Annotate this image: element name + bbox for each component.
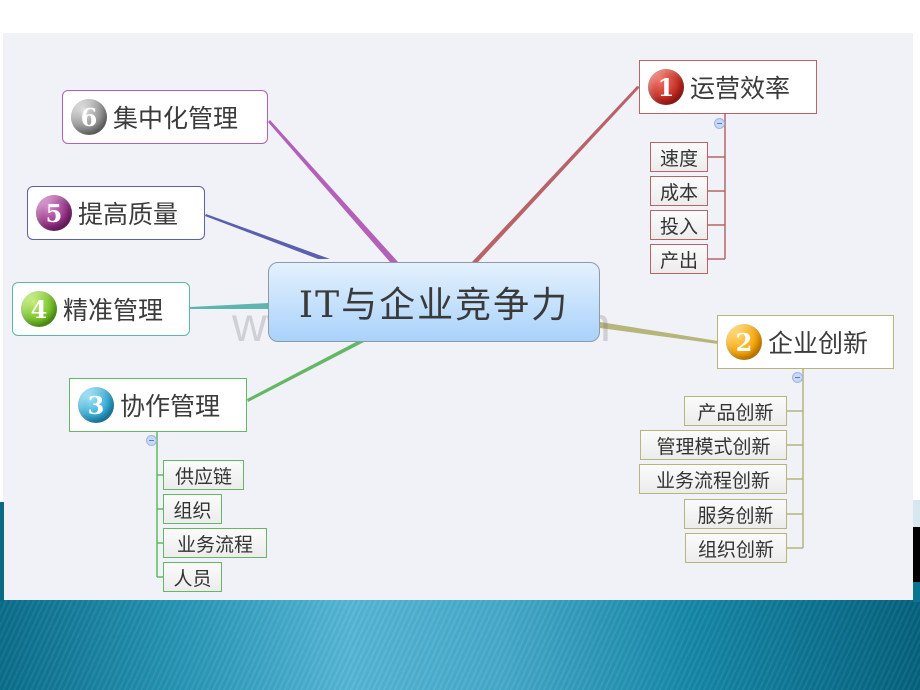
right-accent-teal bbox=[913, 582, 920, 602]
branch-label: 运营效率 bbox=[690, 74, 791, 103]
subtopic-item[interactable]: 产品创新 bbox=[684, 396, 787, 426]
number-5-purple-icon: 5 bbox=[36, 195, 72, 231]
subtopic-label: 产品创新 bbox=[697, 401, 774, 424]
central-topic[interactable]: IT与企业竞争力 bbox=[268, 262, 600, 342]
connector-branch-6 bbox=[268, 120, 398, 262]
subtopic-label: 投入 bbox=[659, 215, 698, 238]
connector-branch-2 bbox=[600, 322, 718, 344]
subtopic-label: 速度 bbox=[659, 147, 698, 170]
subtopic-item[interactable]: 速度 bbox=[650, 142, 708, 172]
branch-1-tree bbox=[707, 114, 726, 260]
branch-label: 精准管理 bbox=[63, 296, 164, 325]
subtopic-item[interactable]: 业务流程创新 bbox=[639, 464, 787, 494]
subtopic-label: 管理模式创新 bbox=[656, 435, 771, 458]
branch-2-tree bbox=[786, 369, 804, 549]
branch-label: 企业创新 bbox=[768, 329, 869, 358]
branch-node-5[interactable]: 5 提高质量 bbox=[27, 186, 205, 240]
branch-label: 协作管理 bbox=[120, 392, 221, 421]
connector-branch-5 bbox=[205, 214, 330, 259]
number-3-blue-icon: 3 bbox=[78, 387, 114, 423]
subtopic-item[interactable]: 组织 bbox=[163, 494, 222, 524]
number-6-gray-icon: 6 bbox=[71, 99, 107, 135]
subtopic-label: 服务创新 bbox=[697, 504, 774, 527]
left-accent-strip bbox=[0, 502, 4, 602]
subtopic-item[interactable]: 投入 bbox=[650, 210, 708, 240]
collapse-toggle-branch-1[interactable] bbox=[714, 118, 725, 129]
connector-branch-4 bbox=[190, 303, 268, 309]
branch-node-3[interactable]: 3 协作管理 bbox=[69, 378, 247, 432]
connector-branch-1 bbox=[472, 86, 640, 262]
branch-label: 提高质量 bbox=[78, 200, 179, 229]
subtopic-item[interactable]: 产出 bbox=[650, 244, 708, 274]
collapse-toggle-branch-2[interactable] bbox=[792, 372, 803, 383]
subtopic-label: 业务流程创新 bbox=[655, 469, 770, 492]
branch-3-tree bbox=[156, 432, 164, 578]
central-topic-label: IT与企业竞争力 bbox=[298, 285, 570, 326]
branch-label: 集中化管理 bbox=[113, 104, 239, 133]
connector-branch-3 bbox=[247, 342, 364, 402]
subtopic-item[interactable]: 服务创新 bbox=[684, 499, 787, 529]
subtopic-item[interactable]: 管理模式创新 bbox=[640, 430, 787, 460]
collapse-toggle-branch-3[interactable] bbox=[146, 435, 157, 446]
right-accent-light bbox=[913, 500, 920, 527]
number-1-red-icon: 1 bbox=[648, 69, 684, 105]
subtopic-item[interactable]: 业务流程 bbox=[163, 528, 267, 558]
subtopic-item[interactable]: 成本 bbox=[650, 176, 708, 206]
number-4-green-icon: 4 bbox=[21, 291, 57, 327]
branch-node-2[interactable]: 2 企业创新 bbox=[717, 315, 894, 369]
subtopic-label: 人员 bbox=[173, 567, 212, 590]
subtopic-item[interactable]: 人员 bbox=[163, 562, 222, 592]
right-accent-dark bbox=[913, 527, 920, 582]
subtopic-label: 业务流程 bbox=[176, 533, 253, 556]
branch-node-4[interactable]: 4 精准管理 bbox=[12, 282, 190, 336]
subtopic-label: 供应链 bbox=[174, 465, 232, 488]
branch-node-6[interactable]: 6 集中化管理 bbox=[62, 90, 268, 144]
subtopic-item[interactable]: 组织创新 bbox=[685, 533, 787, 563]
footer-band bbox=[0, 600, 920, 690]
subtopic-label: 组织 bbox=[173, 499, 212, 522]
subtopic-item[interactable]: 供应链 bbox=[163, 460, 244, 490]
subtopic-label: 成本 bbox=[659, 181, 698, 204]
subtopic-label: 组织创新 bbox=[697, 538, 774, 561]
number-2-orange-icon: 2 bbox=[726, 324, 762, 360]
subtopic-label: 产出 bbox=[659, 249, 698, 272]
branch-node-1[interactable]: 1 运营效率 bbox=[639, 60, 817, 114]
